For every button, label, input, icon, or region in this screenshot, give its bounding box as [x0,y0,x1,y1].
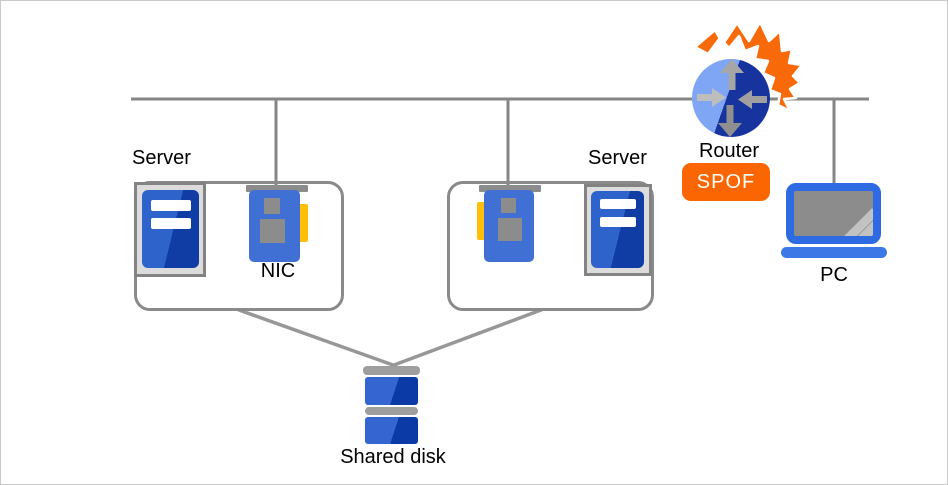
router-arrow-right-inward [697,88,726,107]
laptop-base [781,247,887,258]
shared-disk-label: Shared disk [340,446,446,468]
router-arrow-left-inward [738,90,767,109]
server-group-right-box [447,181,654,311]
server-slot [151,218,191,229]
laptop-screen [786,183,881,244]
server-slot [600,199,636,209]
disk-platter [365,377,418,405]
disk-bar [363,366,420,375]
router-icon [692,59,770,137]
spof-badge: SPOF [682,163,770,201]
router-arrow-down [718,105,742,137]
disk-link-left [237,308,395,367]
server-slot [151,200,191,211]
nic-chip-large [498,218,522,241]
nic-connector-tab [477,202,488,240]
disk-platter [365,417,418,444]
nic-chip-small [501,198,516,213]
nic-bracket [246,185,308,192]
server-right-label: Server [588,147,647,169]
router-arrow-up [720,59,744,90]
nic-chip-small [264,198,280,214]
pc-label: PC [820,264,848,286]
nic-label: NIC [260,260,296,282]
explosion-icon [693,20,804,113]
server-slot [600,217,636,227]
disk-link-right [392,308,543,367]
nic-bracket [479,185,541,192]
router-label: Router [698,140,760,162]
spof-badge-label: SPOF [696,170,756,193]
nic-connector-tab [297,204,308,242]
disk-bar [365,407,418,415]
nic-chip-large [260,219,285,243]
server-left-label: Server [132,147,191,169]
